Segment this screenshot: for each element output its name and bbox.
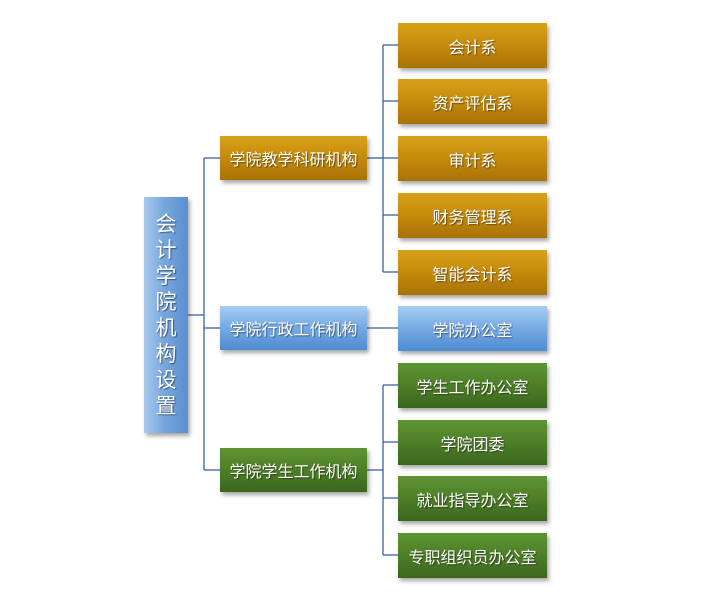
leaf-audit-dept: 审计系 [398,136,547,181]
leaf-smart-accounting-dept: 智能会计系 [398,250,547,295]
leaf-organizer-office: 专职组织员办公室 [398,533,547,578]
group-administration: 学院行政工作机构 [220,306,367,350]
leaf-financial-management-dept: 财务管理系 [398,193,547,238]
leaf-youth-league-committee: 学院团委 [398,420,547,465]
root-node: 会计学院机构设置 [144,197,188,433]
leaf-accounting-dept: 会计系 [398,23,547,68]
leaf-college-office: 学院办公室 [398,306,547,351]
leaf-student-work-office: 学生工作办公室 [398,363,547,408]
leaf-asset-appraisal-dept: 资产评估系 [398,79,547,124]
leaf-employment-guidance-office: 就业指导办公室 [398,476,547,521]
group-student-affairs: 学院学生工作机构 [220,448,367,492]
group-teaching-research: 学院教学科研机构 [220,136,367,180]
